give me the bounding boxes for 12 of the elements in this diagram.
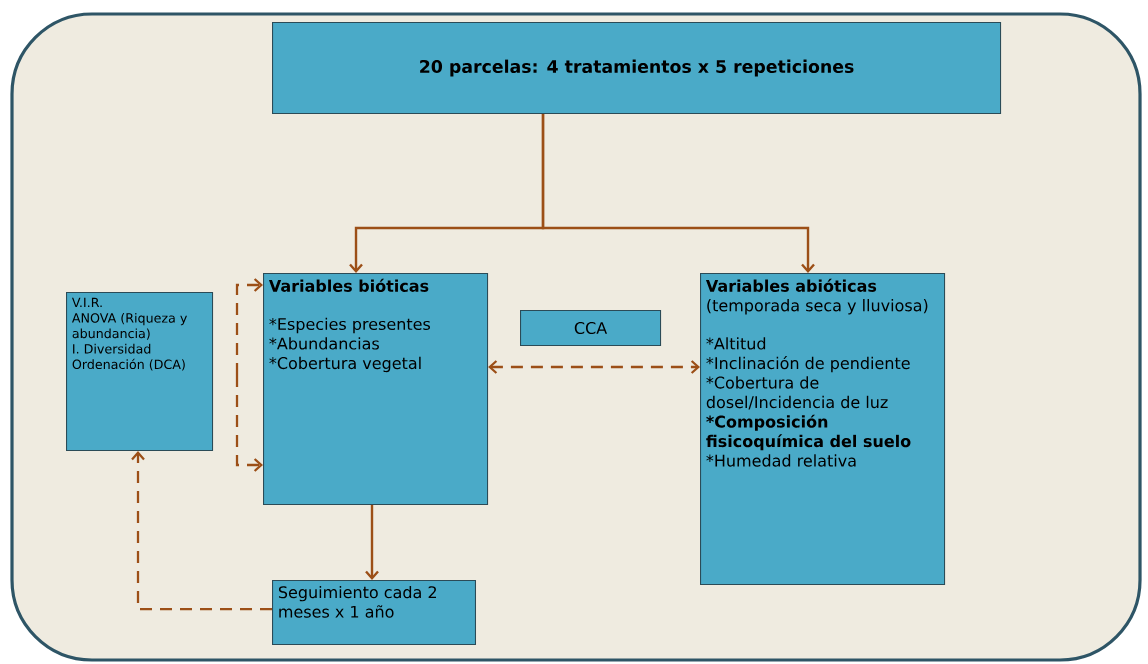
process-box: 20 parcelas: 4 tratamientos x 5 repeticiones (272, 22, 1002, 114)
arrow (365, 505, 379, 580)
process-box: Variables bióticas *Especies presentes *Abundancias *Cobertura vegetal (263, 273, 489, 505)
arrow (541, 114, 815, 273)
process-box: V.I.R. ANOVA (Riqueza y abundancia) I. Diversidad Ordenación (DCA) (66, 292, 214, 452)
arrow (488, 360, 700, 374)
arrow (131, 451, 272, 611)
process-box: CCA (520, 310, 662, 346)
process-box: Seguimiento cada 2 meses x 1 año (272, 580, 476, 646)
process-box: Variables abióticas (temporada seca y lluviosa) *Altitud *Inclinación de pendiente *Cobertura de dosel/Incidencia de luz *Composición fisicoquímica del suelo *Humedad relativa (700, 273, 946, 585)
arrow (235, 278, 263, 375)
arrow (235, 375, 263, 472)
